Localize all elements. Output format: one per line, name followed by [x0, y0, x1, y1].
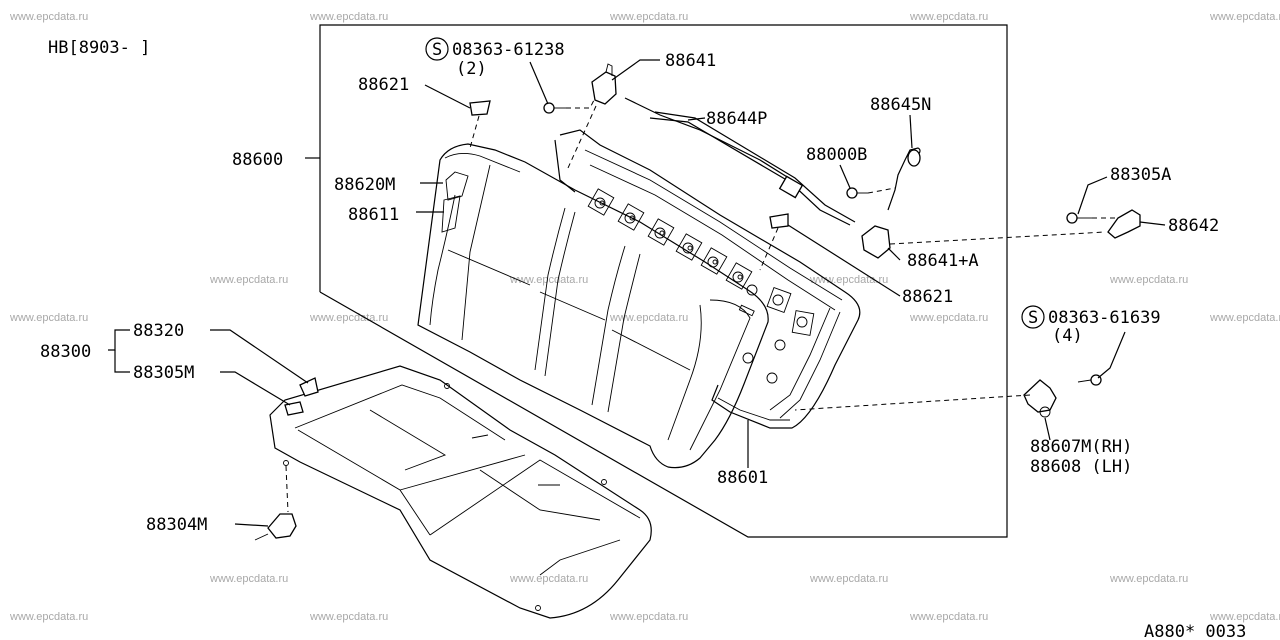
label-bolt-08363-61238: 08363-61238 — [452, 40, 565, 60]
watermark: www.epcdata.ru — [309, 11, 388, 23]
watermark: www.epcdata.ru — [809, 573, 888, 585]
watermark: www.epcdata.ru — [909, 611, 988, 623]
label-88641a: 88641+A — [907, 251, 979, 271]
watermark: www.epcdata.ru — [1209, 312, 1280, 324]
seat-back — [417, 143, 769, 469]
watermark: www.epcdata.ru — [1109, 573, 1188, 585]
label-88645n: 88645N — [870, 95, 931, 115]
label-88320: 88320 — [133, 321, 184, 341]
watermark: www.epcdata.ru — [9, 11, 88, 23]
label-88641: 88641 — [665, 51, 716, 71]
watermark: www.epcdata.ru — [809, 274, 888, 286]
watermark: www.epcdata.ru — [9, 312, 88, 324]
watermark: www.epcdata.ru — [509, 274, 588, 286]
watermark: www.epcdata.ru — [609, 611, 688, 623]
watermark: www.epcdata.ru — [9, 611, 88, 623]
label-88000b: 88000B — [806, 145, 867, 165]
label-88607m: 88607M(RH) — [1030, 437, 1132, 457]
assembly-frame — [319, 24, 1008, 538]
side-hardware — [1023, 209, 1141, 418]
watermark: www.epcdata.ru — [909, 312, 988, 324]
label-88601: 88601 — [717, 468, 768, 488]
watermark: www.epcdata.ru — [1109, 274, 1188, 286]
label-bolt-qty-4: (4) — [1052, 326, 1083, 346]
watermark: www.epcdata.ru — [309, 312, 388, 324]
cushion-bracket — [254, 513, 297, 541]
label-88305m: 88305M — [133, 363, 194, 383]
watermark: www.epcdata.ru — [309, 611, 388, 623]
label-88304m: 88304M — [146, 515, 207, 535]
label-88608: 88608 (LH) — [1030, 457, 1132, 477]
lock-cable-assembly — [469, 63, 921, 259]
label-88621-right: 88621 — [902, 287, 953, 307]
seat-cushion — [269, 365, 652, 619]
s-symbol-2: S — [1021, 305, 1045, 329]
svg-text:S: S — [432, 40, 442, 60]
label-88300: 88300 — [40, 342, 91, 362]
s-symbol-1: S — [425, 37, 449, 61]
footer-ref: A880* 0033 — [1144, 622, 1246, 640]
label-88305a: 88305A — [1110, 165, 1171, 185]
label-88644p: 88644P — [706, 109, 767, 129]
watermark: www.epcdata.ru — [1209, 11, 1280, 23]
seat-back-frame — [554, 129, 861, 429]
watermark: www.epcdata.ru — [609, 11, 688, 23]
label-bolt-qty-2: (2) — [456, 59, 487, 79]
label-88621-top: 88621 — [358, 75, 409, 95]
label-88600: 88600 — [232, 150, 283, 170]
label-88642: 88642 — [1168, 216, 1219, 236]
watermark: www.epcdata.ru — [909, 11, 988, 23]
label-88620m: 88620M — [334, 175, 395, 195]
watermark: www.epcdata.ru — [1209, 611, 1280, 623]
watermark-layer: www.epcdata.ru www.epcdata.ru www.epcdat… — [9, 11, 1280, 623]
watermark: www.epcdata.ru — [509, 573, 588, 585]
dashed-assembly-lines — [285, 99, 1115, 513]
watermark: www.epcdata.ru — [609, 312, 688, 324]
leader-lines — [108, 59, 1166, 527]
label-bolt-08363-61639: 08363-61639 — [1048, 308, 1161, 328]
header-code: HB[8903- ] — [48, 38, 150, 58]
watermark: www.epcdata.ru — [209, 274, 288, 286]
svg-text:S: S — [1028, 308, 1038, 328]
label-88611: 88611 — [348, 205, 399, 225]
watermark: www.epcdata.ru — [209, 573, 288, 585]
